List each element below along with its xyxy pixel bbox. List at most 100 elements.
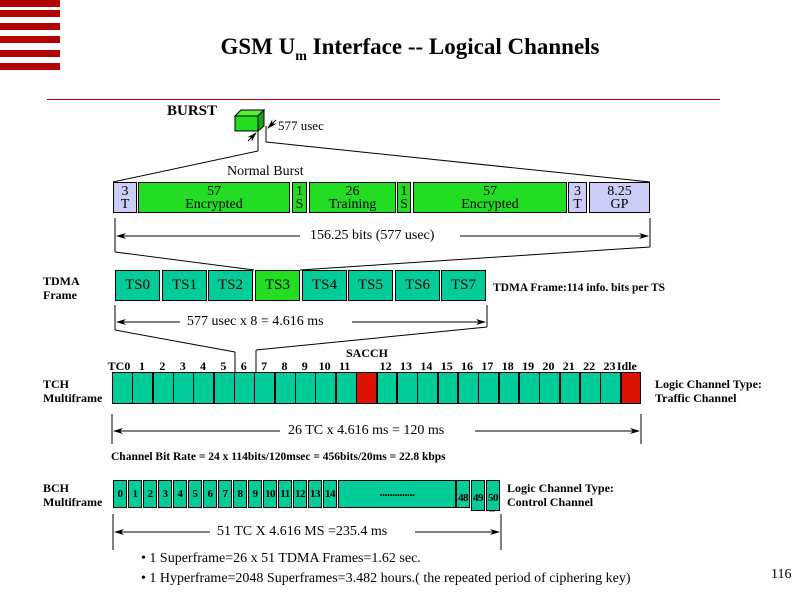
title-main: GSM U xyxy=(220,34,296,59)
page-title: GSM Um Interface -- Logical Channels xyxy=(0,34,800,65)
bch-frame: 48 xyxy=(456,480,470,508)
tch-frame xyxy=(112,372,133,404)
tch-frame-number: 21 xyxy=(562,359,575,373)
tdma-label-line2: Frame xyxy=(43,288,77,302)
tch-frame-number: 5 xyxy=(220,359,227,373)
timeslot: TS1 xyxy=(162,270,207,301)
segment-bits: 1 xyxy=(400,184,408,199)
tch-frame-number: 18 xyxy=(501,359,514,373)
tch-label-line1: TCH xyxy=(43,377,70,391)
segment-bits: 57 xyxy=(207,184,221,199)
tch-frame xyxy=(396,372,418,404)
tch-frame xyxy=(335,372,357,404)
tch-frame xyxy=(579,372,601,404)
tch-frame-number: 7 xyxy=(261,359,268,373)
tch-frame xyxy=(498,372,520,404)
tch-frame-number: 9 xyxy=(301,359,308,373)
burst-label: BURST xyxy=(167,103,218,119)
tch-frame-number: 19 xyxy=(522,359,535,373)
tch-frame xyxy=(173,372,194,404)
tch-frame xyxy=(518,372,540,404)
tch-frame xyxy=(478,372,500,404)
tch-frame-number: 6 xyxy=(240,359,247,373)
sacch-label: SACCH xyxy=(346,346,389,360)
segment-type: GP xyxy=(610,197,629,212)
tch-frame xyxy=(132,372,154,404)
tch-label-line2: Multiframe xyxy=(43,391,103,405)
stripe xyxy=(0,63,60,70)
burst-duration: 577 usec xyxy=(278,118,324,133)
bch-frame: 49 xyxy=(471,480,485,511)
stripe xyxy=(0,0,60,7)
bch-frame-ellipsis: .............. xyxy=(338,480,456,508)
continuation-dots: ... xyxy=(489,505,495,514)
segment-bits: 57 xyxy=(483,184,497,199)
bch-frame: 0 xyxy=(113,480,127,508)
normal-burst-label: Normal Burst xyxy=(227,164,304,179)
segment-type: T xyxy=(120,197,130,212)
bch-frame: 4 xyxy=(173,480,187,508)
segment-bits: 3 xyxy=(121,184,129,199)
tch-frame-number: 12 xyxy=(379,359,392,373)
tch-frame-reserved xyxy=(620,372,642,404)
segment-bits: 3 xyxy=(574,184,581,199)
page-number: 116 xyxy=(771,567,792,582)
segment-type: Training xyxy=(328,197,377,212)
channel-type-heading: Logic Channel Type: xyxy=(655,377,762,391)
tch-frame-number: 17 xyxy=(481,359,494,373)
bch-frame: 7 xyxy=(218,480,232,508)
bch-frame: 6 xyxy=(203,480,217,508)
timeslot: TS2 xyxy=(208,270,253,301)
tch-frame xyxy=(213,372,235,404)
burst-total-label: 156.25 bits (577 usec) xyxy=(306,228,439,244)
tch-frame xyxy=(437,372,459,404)
channel-type-value: Control Channel xyxy=(507,495,594,509)
segment-type: Encrypted xyxy=(185,197,243,212)
segment-type: T xyxy=(573,197,582,212)
tch-frame xyxy=(315,372,337,404)
tch-frame xyxy=(600,372,622,404)
tch-frame xyxy=(295,372,316,404)
timeslot: TS0 xyxy=(115,270,160,301)
stripe xyxy=(0,50,60,57)
bch-label-line2: Multiframe xyxy=(43,495,103,509)
segment-bits: 1 xyxy=(296,184,303,199)
bch-label-line1: BCH xyxy=(43,481,70,495)
channel-type-value: Traffic Channel xyxy=(655,391,737,405)
tch-frame-number: 15 xyxy=(440,359,453,373)
tch-channel-type: Logic Channel Type:Traffic Channel xyxy=(655,377,762,405)
tdma-total-label: 577 usec x 8 = 4.616 ms xyxy=(183,314,328,330)
timeslot: TS6 xyxy=(395,270,440,301)
tch-frame xyxy=(559,372,581,404)
tch-frame-number: 13 xyxy=(400,359,413,373)
bch-frame: 9 xyxy=(248,480,262,508)
tch-frame-number: 10 xyxy=(318,359,331,373)
bch-frame: 8 xyxy=(233,480,247,508)
stripe xyxy=(0,36,60,43)
tch-frame-number: 23 xyxy=(603,359,616,373)
timeslot: TS5 xyxy=(348,270,393,301)
tch-frame-number: TC0 xyxy=(107,359,131,373)
segment-bits: 8.25 xyxy=(607,184,632,199)
tch-frame-number: 8 xyxy=(281,359,288,373)
tch-frame xyxy=(539,372,561,404)
bch-frame: 50 xyxy=(486,480,500,511)
segment-bits: 26 xyxy=(345,184,360,199)
tch-frame-number: 2 xyxy=(159,359,166,373)
segment-type: S xyxy=(400,197,408,212)
timeslot-active: TS3 xyxy=(255,270,300,301)
tch-frame-number: 14 xyxy=(420,359,433,373)
tch-total-label: 26 TC x 4.616 ms = 120 ms xyxy=(284,423,449,439)
tch-frame xyxy=(274,372,296,404)
tch-frame xyxy=(152,372,174,404)
title-rest: Interface -- Logical Channels xyxy=(306,34,600,59)
tch-frame-number: 1 xyxy=(139,359,146,373)
tch-frame-number: 11 xyxy=(338,359,351,373)
